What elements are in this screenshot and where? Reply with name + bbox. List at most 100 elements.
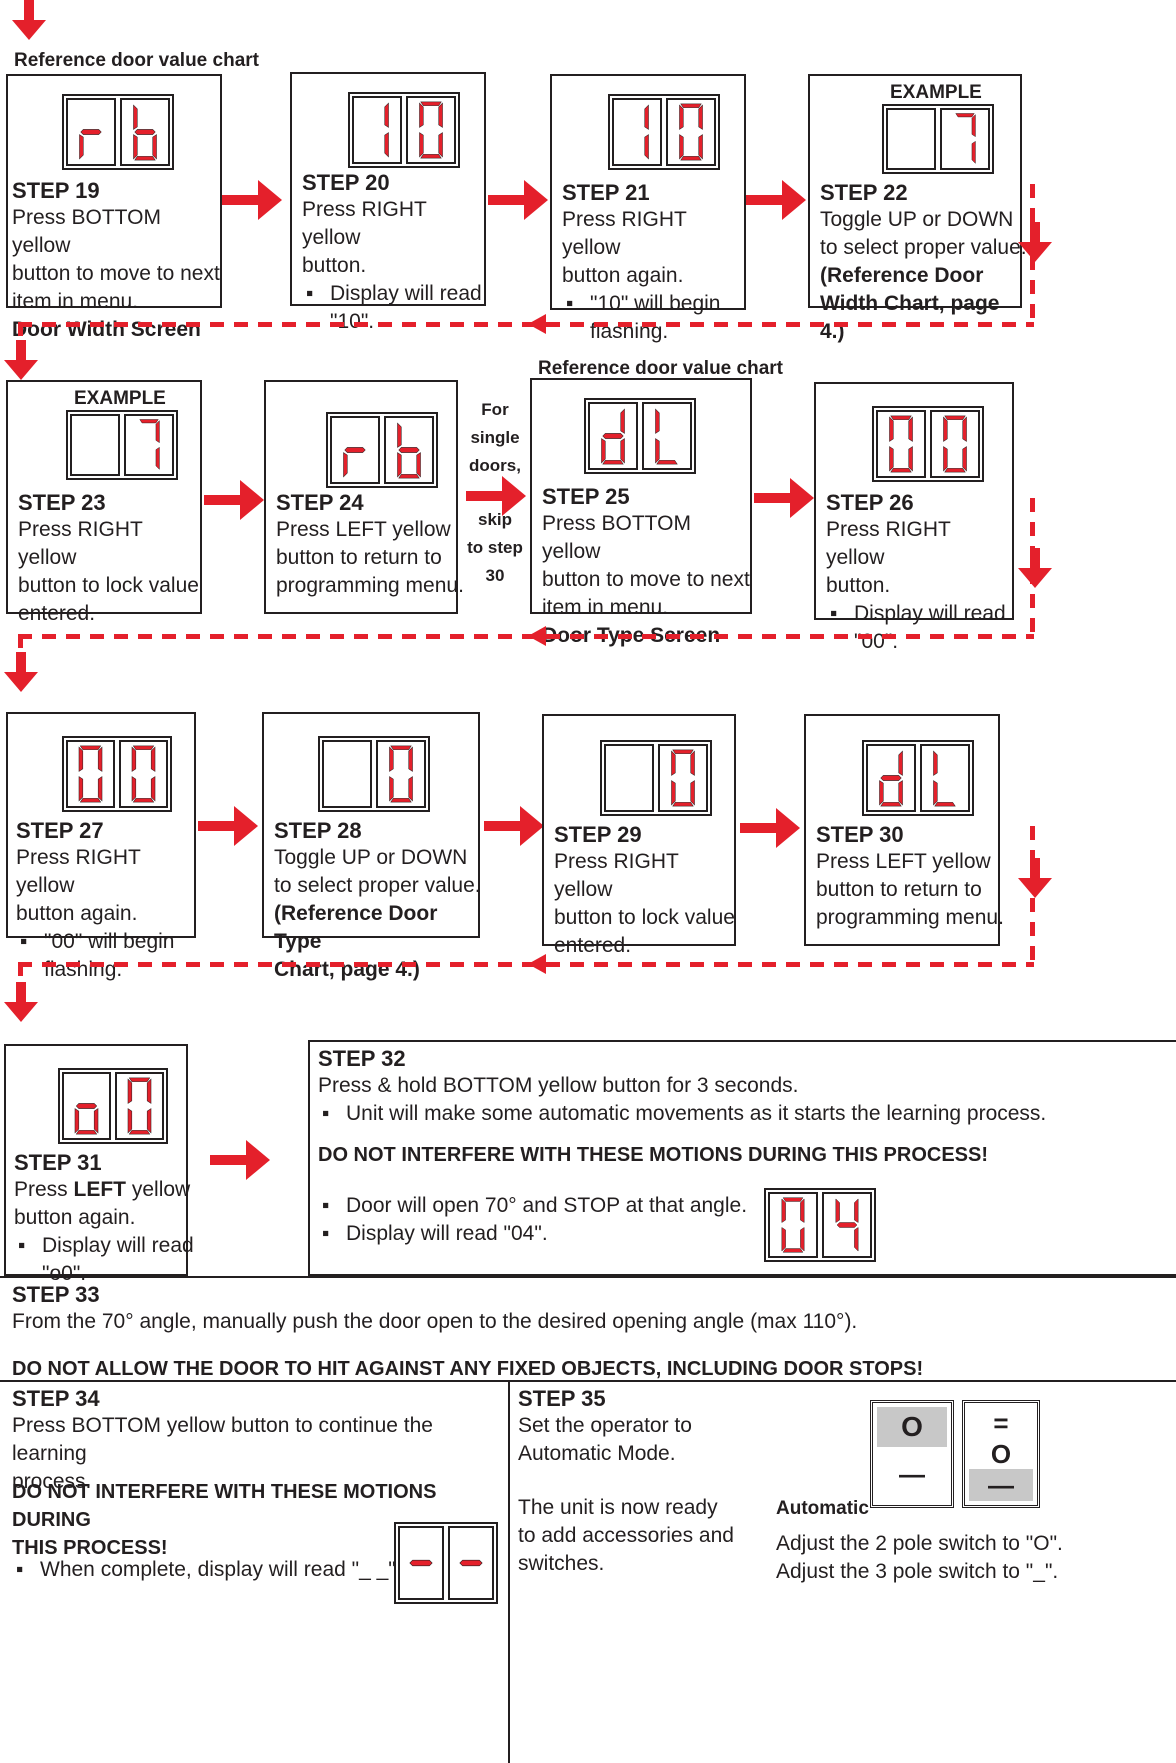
- step-text: Press RIGHT yellow: [16, 846, 141, 897]
- down-arrow-icon: [1018, 858, 1052, 898]
- step-text: button to lock value: [554, 906, 735, 929]
- step-25-card: STEP 25 Press BOTTOM yellow button to mo…: [530, 378, 752, 647]
- step-text: entered.: [18, 602, 96, 625]
- digit-cell: [384, 416, 434, 484]
- step-30-card: STEP 30 Press LEFT yellow button to retu…: [804, 714, 1004, 946]
- step-text: button again.: [562, 264, 684, 287]
- switch-position-o: O: [990, 1438, 1012, 1469]
- digit-glyph: [459, 1559, 483, 1567]
- seven-segment-display: [764, 1188, 876, 1262]
- step-text: Press RIGHT yellow: [554, 850, 679, 901]
- bullet-continuation: "00".: [854, 630, 899, 653]
- digit-glyph: [671, 749, 695, 807]
- seven-segment-display: [62, 94, 174, 170]
- digit-cell: [642, 402, 692, 470]
- seven-segment-display: [600, 740, 712, 816]
- left-arrow-icon: [528, 626, 546, 646]
- example-label: EXAMPLE: [890, 82, 982, 103]
- step-title: STEP 31: [14, 1150, 102, 1175]
- digit-glyph: [384, 102, 389, 158]
- digit-glyph: [679, 103, 703, 161]
- reference-chart-label: Reference door value chart: [538, 358, 783, 379]
- right-arrow-icon: [466, 476, 526, 516]
- digit-glyph: [601, 408, 625, 465]
- bullet-item: When complete, display will read "_ _".: [12, 1556, 402, 1584]
- step-title: STEP 35: [518, 1386, 606, 1411]
- digit-cell: [322, 740, 372, 808]
- step-35-panel: STEP 35 Set the operator to Automatic Mo…: [510, 1382, 1176, 1763]
- digit-cell: [612, 98, 662, 166]
- down-arrow-icon: [4, 652, 38, 692]
- step-text: Automatic Mode.: [518, 1442, 676, 1465]
- dashed-connector: [18, 634, 23, 666]
- step-title: STEP 22: [820, 180, 908, 205]
- digit-cell: [448, 1526, 494, 1600]
- digit-cell: [376, 740, 426, 808]
- digit-cell: [876, 410, 926, 478]
- digit-cell: [886, 108, 936, 170]
- seven-segment-display: [62, 736, 172, 812]
- digit-glyph: [139, 419, 160, 470]
- step-text: entered.: [554, 934, 632, 957]
- step-text: Toggle UP or DOWN: [820, 208, 1014, 231]
- right-arrow-icon: [210, 1140, 270, 1180]
- step-text: Press & hold BOTTOM yellow button for 3 …: [318, 1074, 799, 1097]
- digit-cell: [920, 744, 970, 812]
- digit-cell: [588, 402, 638, 470]
- bullet-item: Display will read: [302, 280, 482, 308]
- seven-segment-display: [326, 412, 438, 488]
- column-divider: [508, 1382, 510, 1763]
- step-21-card: STEP 21 Press RIGHT yellow button again.…: [550, 74, 746, 343]
- left-arrow-icon: [528, 954, 546, 974]
- digit-cell: [866, 744, 916, 812]
- right-arrow-icon: [198, 806, 258, 846]
- bullet-continuation: "10".: [302, 308, 482, 336]
- right-arrow-icon: [740, 808, 800, 848]
- digit-cell: [70, 414, 120, 476]
- bullet-item: Display will read: [826, 600, 1014, 628]
- seven-segment-display: [318, 736, 430, 812]
- digit-glyph: [888, 110, 934, 168]
- digit-cell: [930, 410, 980, 478]
- step-text: item in menu.: [12, 290, 139, 313]
- digit-cell: [604, 744, 654, 812]
- digit-glyph: [655, 408, 678, 465]
- screen-name: Door Width Screen: [12, 318, 201, 341]
- bullet-continuation: "o0".: [42, 1262, 87, 1285]
- right-arrow-icon: [488, 180, 548, 220]
- step-text: button to return to: [276, 546, 442, 569]
- skip-note-line: skip: [477, 510, 513, 529]
- step-text: Press LEFT yellow: [816, 850, 991, 873]
- skip-note-line: doors,: [469, 456, 521, 475]
- step-text: Press RIGHT yellow: [18, 518, 143, 569]
- right-arrow-icon: [484, 806, 544, 846]
- step-text: button again.: [14, 1206, 136, 1229]
- digit-glyph: [74, 1103, 99, 1135]
- switch-instruction: Adjust the 2 pole switch to "O".: [776, 1532, 1063, 1555]
- step-text: Press RIGHT yellow: [826, 518, 951, 569]
- digit-cell: [120, 98, 170, 166]
- seven-segment-display: [66, 410, 178, 480]
- bullet-item: Door will open 70° and STOP at that angl…: [318, 1192, 788, 1220]
- digit-glyph: [644, 104, 649, 160]
- step-text: programming menu.: [816, 906, 1004, 929]
- digit-cell: [124, 414, 174, 476]
- right-arrow-icon: [746, 180, 806, 220]
- switch-position-line: —: [969, 1469, 1033, 1501]
- digit-cell: [115, 1072, 164, 1140]
- warning-text: DO NOT INTERFERE WITH THESE MOTIONS DURI…: [318, 1144, 989, 1166]
- digit-cell: [940, 108, 990, 170]
- digit-glyph: [131, 745, 156, 803]
- step-text: Press RIGHT yellow: [302, 198, 427, 249]
- step-text: button again.: [16, 902, 138, 925]
- step-23-card: EXAMPLE STEP 23 Press RIGHT yellow butto…: [6, 380, 202, 625]
- step-29-card: STEP 29 Press RIGHT yellow button to loc…: [542, 714, 736, 957]
- digit-cell: [330, 416, 380, 484]
- dashed-connector: [18, 962, 1034, 967]
- step-text: Press BOTTOM yellow button to continue t…: [12, 1414, 433, 1465]
- step-31-card: STEP 31 Press LEFT yellow button again. …: [4, 1044, 194, 1285]
- step-title: STEP 33: [12, 1282, 100, 1307]
- down-arrow-icon: [1018, 548, 1052, 588]
- step-text: Press LEFT yellow: [276, 518, 451, 541]
- step-text: Press BOTTOM yellow: [12, 206, 161, 257]
